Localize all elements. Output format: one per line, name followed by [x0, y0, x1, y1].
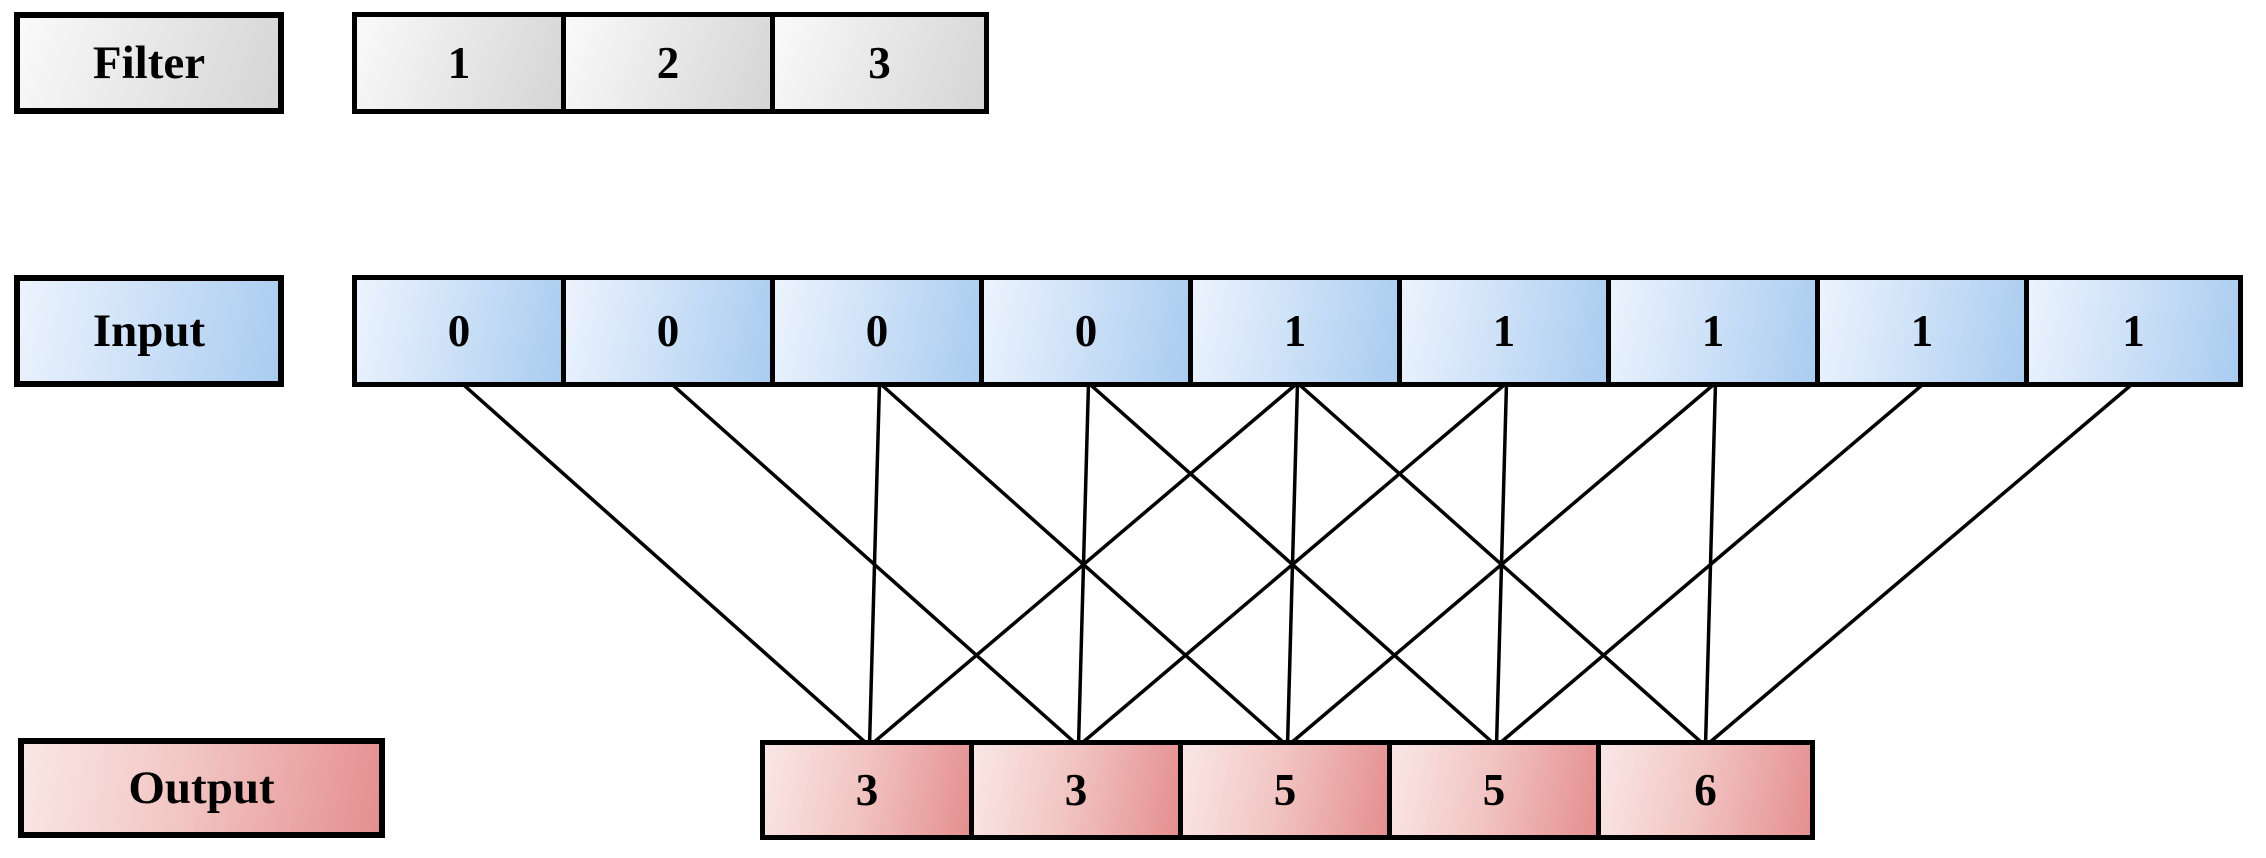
output-label: Output: [18, 738, 385, 838]
input-cell: 1: [1611, 280, 1820, 382]
input-cell: 1: [2029, 280, 2238, 382]
input-cell: 0: [775, 280, 984, 382]
filter-label: Filter: [14, 12, 284, 114]
input-cell: 1: [1193, 280, 1402, 382]
output-cell: 3: [974, 745, 1183, 835]
output-cell: 3: [765, 745, 974, 835]
connection-line: [1087, 381, 1498, 748]
connection-line: [878, 381, 1289, 748]
connection-line: [1703, 382, 1718, 747]
connection-line: [460, 381, 871, 748]
input-cell: 0: [357, 280, 566, 382]
filter-cell: 3: [775, 17, 984, 109]
filter-cell: 1: [357, 17, 566, 109]
connection-line: [1704, 381, 2135, 748]
output-cell: 5: [1183, 745, 1392, 835]
filter-cell: 2: [566, 17, 775, 109]
input-cell: 0: [984, 280, 1193, 382]
output-cell: 6: [1601, 745, 1810, 835]
input-cell: 1: [1820, 280, 2029, 382]
input-label: Input: [14, 275, 284, 387]
connection-line: [1296, 381, 1707, 748]
input-cell: 1: [1402, 280, 1611, 382]
connection-line: [669, 381, 1080, 748]
input-cell: 0: [566, 280, 775, 382]
output-cell: 5: [1392, 745, 1601, 835]
